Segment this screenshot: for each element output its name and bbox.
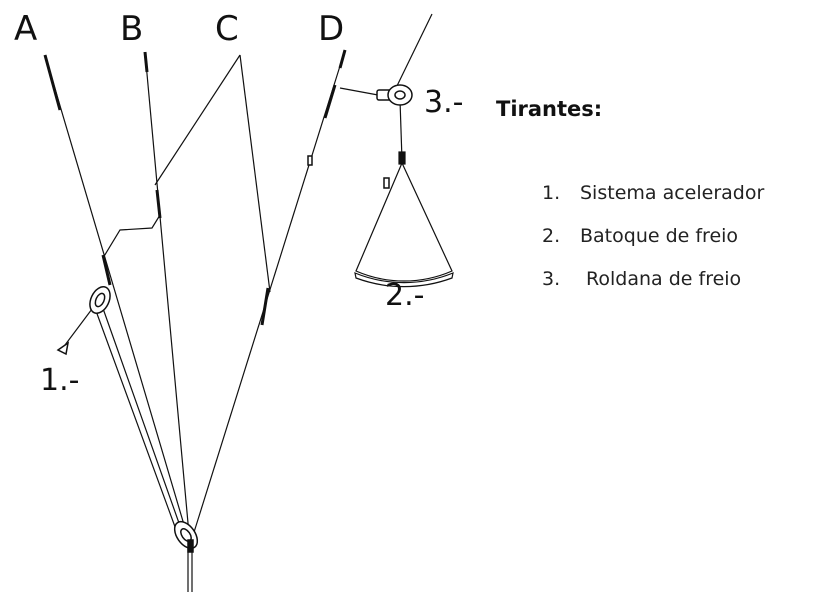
callout-2: 2.- xyxy=(385,278,424,313)
callout-1: 1.- xyxy=(40,363,79,398)
legend-title: Tirantes: xyxy=(496,97,603,121)
legend-list: 1. Sistema acelerador 2. Batoque de frei… xyxy=(542,178,764,307)
legend-item: 3. Roldana de freio xyxy=(542,264,764,307)
bottom-pulley xyxy=(173,520,199,553)
callout-3: 3.- xyxy=(424,85,463,120)
legend-item: 2. Batoque de freio xyxy=(542,221,764,264)
brake-toggle xyxy=(354,151,454,288)
line-c-left xyxy=(154,54,241,186)
riser-label-d: D xyxy=(318,9,344,49)
line-c-cascade xyxy=(102,214,161,259)
line-a xyxy=(44,54,191,546)
brake-pulley xyxy=(376,84,413,106)
legend-item-label: Roldana de freio xyxy=(580,268,742,290)
line-b xyxy=(144,51,191,546)
riser-label-c: C xyxy=(215,9,239,49)
legend-item-label: Sistema acelerador xyxy=(580,182,765,204)
legend-item-number: 3. xyxy=(542,268,561,290)
accelerator-pulley xyxy=(56,286,111,356)
accelerator-handle xyxy=(56,341,70,356)
line-c-right xyxy=(239,54,271,293)
legend-item-number: 1. xyxy=(542,182,561,204)
legend-item: 1. Sistema acelerador xyxy=(542,178,764,221)
riser-label-b: B xyxy=(120,9,143,49)
legend-item-number: 2. xyxy=(542,225,561,247)
legend-item-label: Batoque de freio xyxy=(580,225,739,247)
brake-line xyxy=(394,13,433,91)
riser-label-a: A xyxy=(14,9,37,49)
